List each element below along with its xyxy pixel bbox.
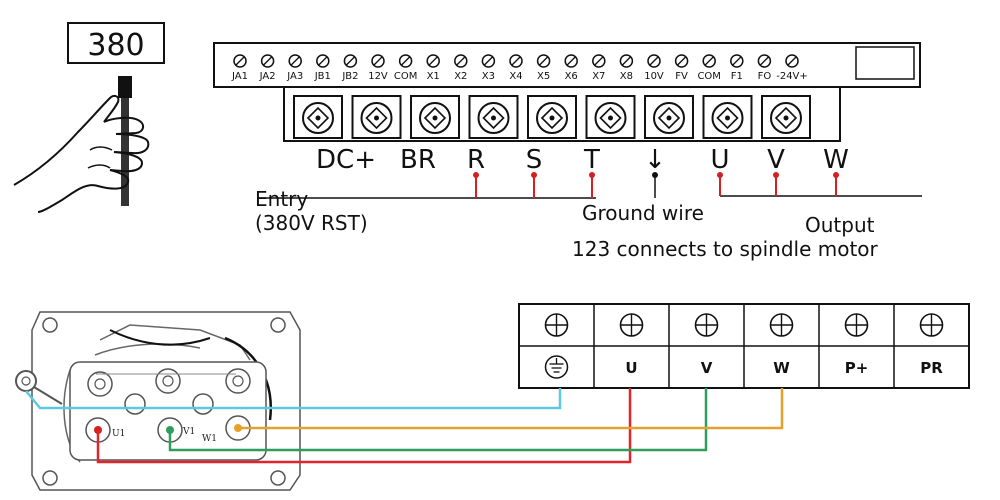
control-terminal-label: 12V — [368, 71, 388, 82]
power-screw — [351, 95, 402, 139]
entry-label: Entry — [255, 187, 308, 211]
entry-leads — [258, 172, 596, 199]
control-terminal-strip: JA1 JA2 JA3 JB1 JB2 12V COM X1 X2 X3 X4 X5 X6 X7 X8 10V… — [213, 42, 921, 88]
control-screw — [426, 54, 440, 68]
power-screw — [761, 95, 811, 139]
power-screw — [527, 95, 577, 139]
ground-wire-label: Ground wire — [582, 201, 704, 225]
power-terminal-block: DC+ BR R S T ↓ U V W — [283, 86, 849, 175]
output-terminal-label: W — [773, 359, 790, 377]
control-screw — [288, 54, 302, 68]
output-terminal-label: U — [625, 359, 637, 377]
control-terminal-label: -24V+ — [776, 71, 808, 82]
control-screw — [647, 54, 661, 68]
motor-terminal-box: U1 V1 W1 — [15, 311, 301, 491]
ground-lead — [652, 172, 658, 198]
power-terminal-label: U — [710, 145, 729, 175]
output-label: Output — [805, 213, 875, 237]
u-wire — [96, 388, 632, 464]
control-terminal-label: JA3 — [286, 71, 303, 82]
motor-label-u1: U1 — [112, 429, 125, 439]
control-terminal-label: COM — [394, 71, 417, 82]
control-screw — [260, 54, 275, 68]
control-terminal-label: F1 — [731, 71, 743, 82]
ground-symbol-icon — [544, 355, 569, 379]
motor-label-w1: W1 — [202, 434, 217, 444]
power-terminal-label: DC+ — [316, 145, 376, 175]
power-terminal-label: BR — [400, 145, 436, 175]
control-screw — [316, 54, 330, 68]
control-screw — [481, 54, 496, 68]
control-screw — [371, 54, 385, 68]
control-screw — [619, 54, 634, 68]
control-screw — [730, 54, 744, 68]
control-terminal-label: FV — [675, 71, 688, 82]
control-terminal-label: X8 — [620, 71, 633, 82]
control-screw — [454, 54, 468, 68]
output-leads — [717, 172, 922, 197]
control-strip-end-block — [855, 46, 915, 80]
control-terminal-label: X5 — [537, 71, 550, 82]
control-terminal-label: X6 — [565, 71, 578, 82]
power-screw — [468, 95, 519, 139]
control-screw — [785, 54, 799, 68]
control-terminal-label: X1 — [427, 71, 440, 82]
control-screw — [674, 54, 689, 68]
control-terminal-label: 10V — [644, 71, 664, 82]
power-terminal-label: V — [767, 145, 785, 175]
output-block-screw — [844, 313, 869, 337]
power-terminal-label: T — [583, 145, 600, 175]
control-screw — [592, 54, 606, 68]
power-screw — [644, 95, 694, 139]
entry-voltage-label: (380V RST) — [255, 211, 368, 235]
control-terminal-label: JA1 — [231, 71, 248, 82]
control-screw — [536, 54, 551, 68]
output-block-screw — [694, 313, 719, 337]
control-terminal-label: JB2 — [341, 71, 358, 82]
power-screw — [410, 95, 460, 139]
control-screw — [564, 54, 578, 68]
power-terminal-label: W — [823, 145, 849, 175]
power-screw — [585, 95, 636, 139]
voltage-display-group: 380 — [67, 22, 165, 206]
voltage-display-text: 380 — [87, 28, 144, 63]
control-terminal-label: X4 — [509, 71, 522, 82]
control-screw — [757, 54, 772, 68]
output-terminal-label: P+ — [845, 359, 869, 377]
control-terminal-label: X3 — [482, 71, 495, 82]
power-screw — [702, 95, 753, 139]
control-screw — [398, 54, 413, 68]
hand-icon — [13, 94, 150, 213]
control-screw — [509, 54, 523, 68]
control-terminal-label: JA2 — [259, 71, 276, 82]
control-terminal-label: X7 — [592, 71, 605, 82]
motor-terminal-board — [69, 361, 267, 461]
output-block-screw — [769, 313, 794, 337]
control-screw — [233, 54, 247, 68]
power-screw — [293, 95, 343, 139]
control-screw — [702, 54, 716, 68]
v-wire — [168, 388, 708, 452]
control-terminal-label: JB1 — [314, 71, 331, 82]
probe-tip — [118, 76, 132, 98]
voltage-display-box — [67, 22, 165, 64]
output-block-screw — [544, 313, 569, 337]
output-terminal-label: V — [701, 359, 713, 377]
control-screw — [343, 54, 358, 68]
output-block-screw — [919, 313, 944, 337]
control-terminal-label: X2 — [454, 71, 467, 82]
output-block-screw — [619, 313, 644, 337]
control-terminal-label: COM — [697, 71, 720, 82]
w-wire — [238, 388, 784, 430]
motor-label-v1: V1 — [182, 427, 195, 437]
control-terminal-label: FO — [758, 71, 772, 82]
output-terminal-label: PR — [920, 359, 943, 377]
power-terminal-label: R — [467, 145, 485, 175]
output-note: 123 connects to spindle motor — [572, 237, 879, 261]
power-terminal-label: S — [526, 145, 543, 175]
power-terminal-label: ↓ — [644, 145, 666, 175]
ground-wire — [25, 388, 562, 410]
output-terminal-block: U V W P+ PR — [518, 303, 970, 389]
